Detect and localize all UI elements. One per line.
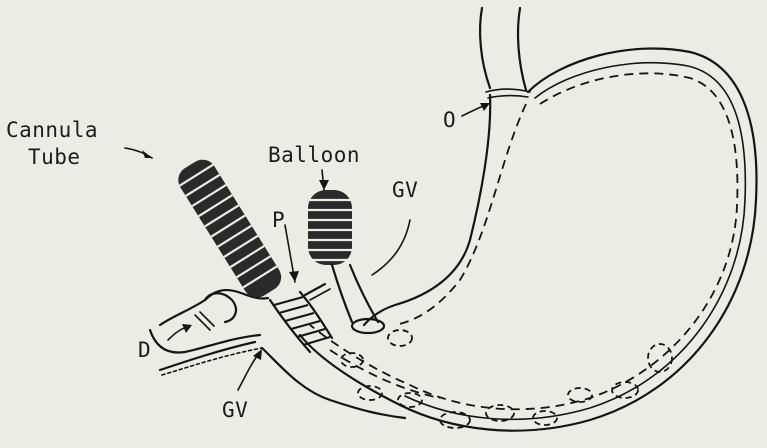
- balloon: [308, 190, 384, 333]
- label-cannula-line1: Cannula: [6, 118, 98, 142]
- label-gv-lower: GV: [222, 398, 248, 422]
- gastric-folds: [341, 330, 672, 428]
- label-p: P: [272, 208, 285, 232]
- clamp: [305, 284, 330, 300]
- label-cannula-line2: Tube: [28, 145, 81, 169]
- label-gv-upper: GV: [392, 178, 418, 202]
- label-o: O: [443, 108, 456, 132]
- esophagus: [480, 8, 530, 98]
- label-balloon: Balloon: [268, 143, 360, 167]
- label-d: D: [138, 338, 151, 362]
- cannula-tube: [173, 154, 332, 352]
